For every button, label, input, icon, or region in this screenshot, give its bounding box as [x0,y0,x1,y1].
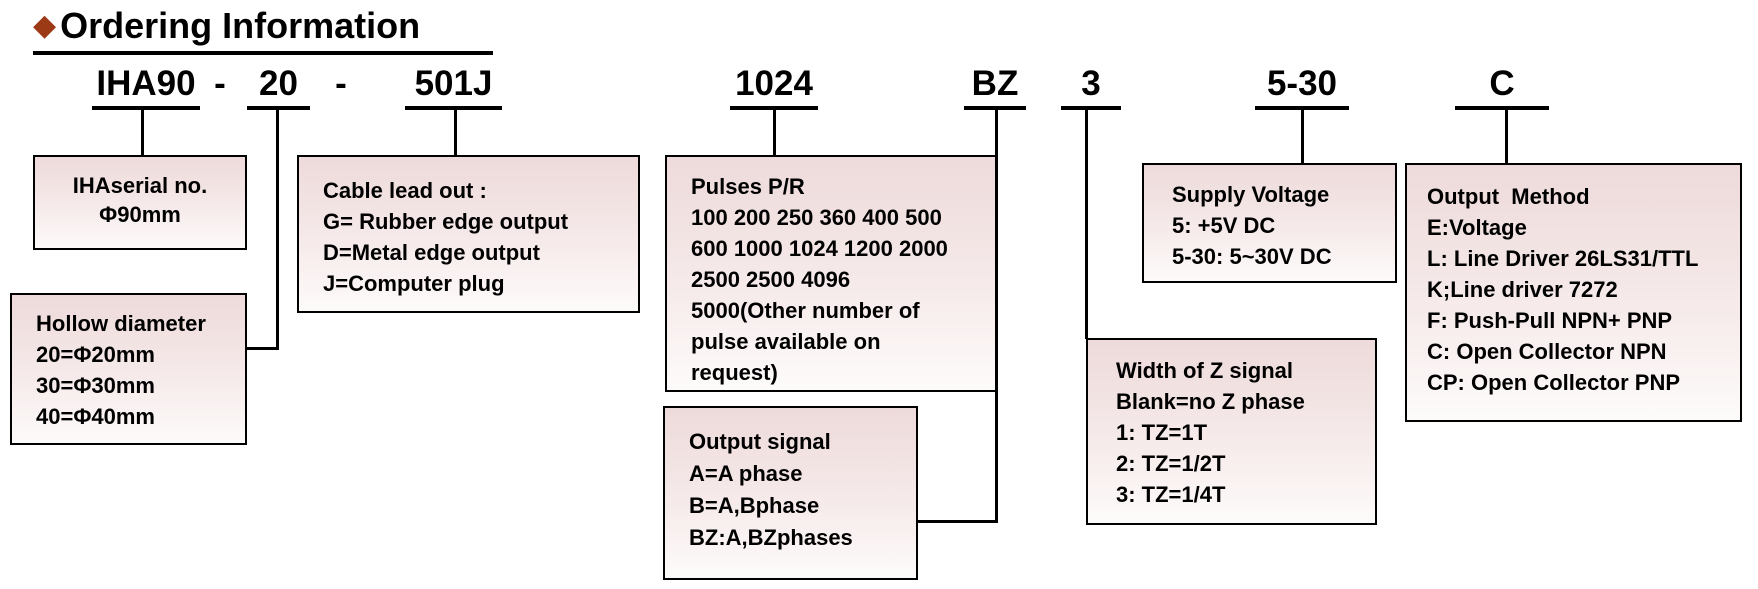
box-pulses-line: Pulses P/R [691,174,805,199]
box-width-z-signal: Width of Z signal Blank=no Z phase 1: TZ… [1086,338,1377,525]
connector-output-signal-elbow [917,520,998,523]
box-pulses: Pulses P/R 100 200 250 360 400 500 600 1… [665,155,997,392]
box-pulses-line: 2500 2500 4096 [691,267,851,292]
box-width-z-line: Blank=no Z phase [1116,389,1305,414]
box-pulses-line: pulse available on [691,329,881,354]
box-width-z-line: 3: TZ=1/4T [1116,482,1226,507]
box-hollow-diameter: Hollow diameter 20=Φ20mm 30=Φ30mm 40=Φ40… [10,293,247,445]
underline-series [92,106,200,110]
box-serial: IHAserial no. Φ90mm [33,155,247,250]
box-pulses-line: 600 1000 1024 1200 2000 [691,236,948,261]
box-output-signal: Output signal A=A phase B=A,Bphase BZ:A,… [663,406,918,580]
box-serial-line: IHAserial no. [72,173,208,198]
connector-hollow-vertical [276,110,279,350]
diamond-bullet-icon: ◆ [33,9,57,42]
part-code-hollow: 20 [259,64,298,103]
box-output-signal-line: Output signal [689,429,831,454]
box-pulses-line: 5000(Other number of [691,298,920,323]
box-hollow-line: 20=Φ20mm [36,342,155,367]
connector-supply [1301,110,1304,164]
underline-supply [1255,106,1349,110]
box-cable-line: J=Computer plug [323,271,505,296]
connector-output-method [1505,110,1508,164]
box-supply-line: Supply Voltage [1172,182,1330,207]
part-code-output-signal: BZ [971,64,1019,103]
part-separator-2: - [335,64,347,103]
part-code-supply: 5-30 [1266,64,1338,103]
part-code-cable: 501J [414,64,493,103]
box-output-method-line: K;Line driver 7272 [1427,277,1618,302]
box-serial-line: Φ90mm [99,202,181,227]
box-supply-line: 5-30: 5~30V DC [1172,244,1332,269]
connector-series [141,110,144,156]
part-code-z-width: 3 [1081,64,1101,103]
box-cable-lead-out: Cable lead out : G= Rubber edge output D… [297,155,640,313]
box-hollow-line: 30=Φ30mm [36,373,155,398]
page-title: Ordering Information [60,5,421,46]
box-cable-line: G= Rubber edge output [323,209,569,234]
box-cable-line: Cable lead out : [323,178,487,203]
box-pulses-line: request) [691,360,778,385]
box-output-signal-line: BZ:A,BZphases [689,525,853,550]
box-width-z-line: 1: TZ=1T [1116,420,1208,445]
box-output-method-line: Output Method [1427,184,1590,209]
box-output-signal-line: A=A phase [689,461,803,486]
part-separator-1: - [214,64,226,103]
box-output-method: Output Method E:Voltage L: Line Driver 2… [1405,163,1742,422]
box-width-z-line: Width of Z signal [1116,358,1293,383]
box-width-z-line: 2: TZ=1/2T [1116,451,1226,476]
box-output-method-line: F: Push-Pull NPN+ PNP [1427,308,1673,333]
connector-hollow-elbow [246,347,279,350]
underline-output-signal [964,106,1026,110]
part-code-output-method: C [1489,64,1515,103]
box-pulses-line: 100 200 250 360 400 500 [691,205,942,230]
underline-z-width [1061,106,1121,110]
box-output-method-line: E:Voltage [1427,215,1527,240]
part-code-pulses: 1024 [735,64,813,103]
title-row: ◆ Ordering Information [33,4,420,48]
connector-cable [454,110,457,156]
underline-hollow [247,106,310,110]
part-code-series: IHA90 [96,64,196,103]
connector-z-width [1085,110,1088,339]
box-output-method-line: L: Line Driver 26LS31/TTL [1427,246,1699,271]
underline-cable [405,106,502,110]
box-output-signal-line: B=A,Bphase [689,493,820,518]
box-output-method-line: C: Open Collector NPN [1427,339,1667,364]
title-underline [33,51,493,55]
box-supply-line: 5: +5V DC [1172,213,1276,238]
box-output-method-line: CP: Open Collector PNP [1427,370,1681,395]
box-hollow-line: 40=Φ40mm [36,404,155,429]
underline-pulses [730,106,818,110]
box-cable-line: D=Metal edge output [323,240,540,265]
box-hollow-line: Hollow diameter [36,311,206,336]
connector-pulses [773,110,776,156]
box-supply-voltage: Supply Voltage 5: +5V DC 5-30: 5~30V DC [1142,163,1397,283]
underline-output-method [1455,106,1549,110]
